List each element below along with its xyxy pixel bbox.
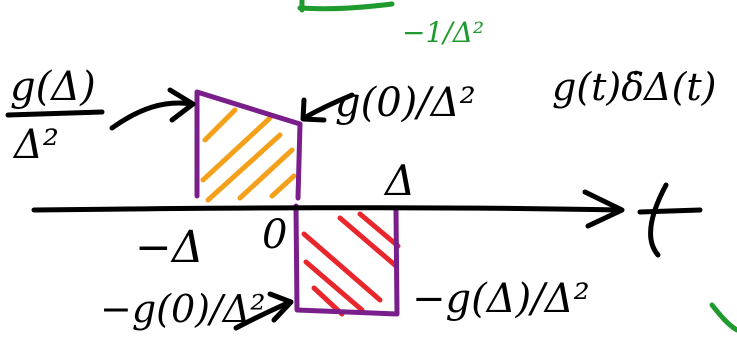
negative-pulse-box — [293, 203, 401, 317]
arrow-to-positive-right — [301, 92, 355, 121]
arrowhead-positive-right — [300, 97, 327, 123]
top-green-annotation: −1/Δ² — [297, 0, 484, 49]
arrow-to-positive-left — [109, 100, 195, 131]
function-label: g(t)δ̇Δ(t) — [552, 65, 717, 109]
time-axis — [31, 182, 703, 258]
tick-delta: Δ — [383, 156, 415, 205]
arrowhead-negative-left — [267, 291, 294, 323]
positive-pulse-box — [194, 89, 303, 203]
tick-neg-delta: −Δ — [135, 222, 204, 273]
top-right-mid-label: g(0)/Δ² — [335, 80, 476, 126]
bottom-right-label: −g(Δ)/Δ² — [412, 276, 590, 322]
top-left-numerator: g(Δ) — [10, 64, 96, 110]
arrowhead-positive-left — [167, 87, 196, 123]
top-left-denominator: Δ² — [12, 122, 59, 168]
top-green-fragment: −1/Δ² — [402, 16, 484, 49]
bottom-left-label: −g(0)/Δ² — [100, 287, 265, 331]
top-left-fraction: g(Δ) Δ² — [5, 64, 105, 168]
right-green-mark — [709, 302, 737, 333]
arrow-to-negative-left — [233, 299, 293, 331]
origin-label: 0 — [262, 212, 287, 258]
